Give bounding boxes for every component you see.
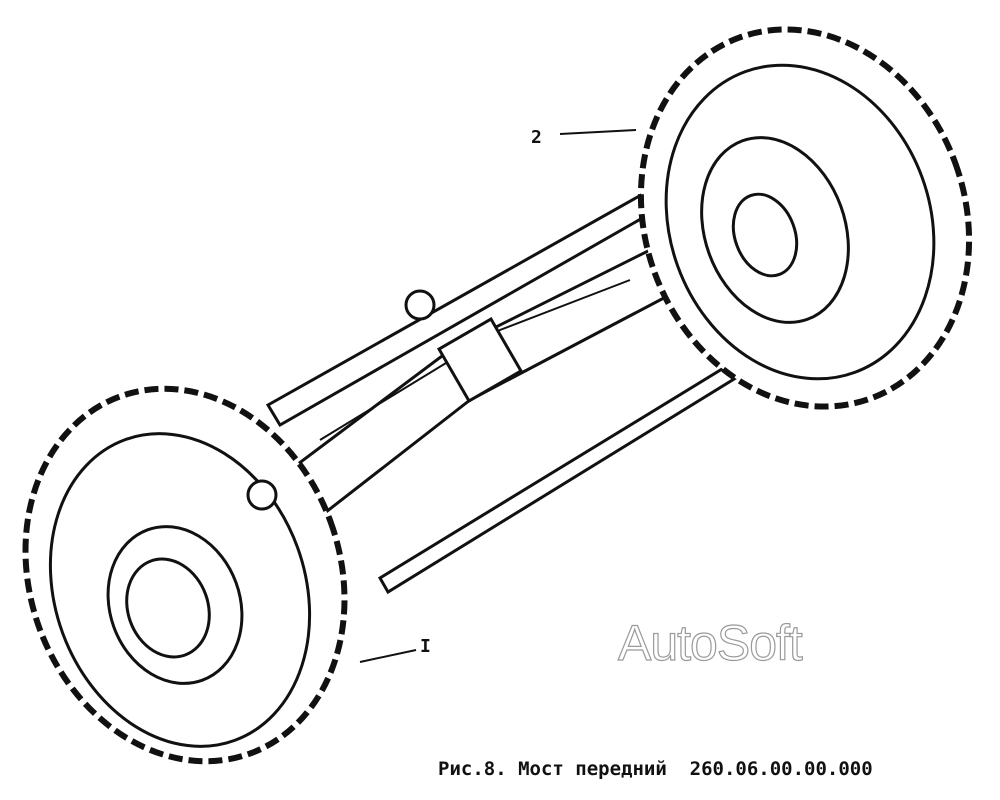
wheel-2 [637,26,973,410]
figure-caption: Рис.8. Мост передний 260.06.00.00.000 [438,758,873,780]
callout-2-leader [559,129,637,135]
callout-2-label: 2 [531,127,542,148]
watermark: AutoSoft [617,614,803,671]
callout-1-label: I [420,636,431,657]
center-pivot [436,316,524,404]
callout-1-leader [359,649,417,663]
wheel-1 [22,385,348,765]
